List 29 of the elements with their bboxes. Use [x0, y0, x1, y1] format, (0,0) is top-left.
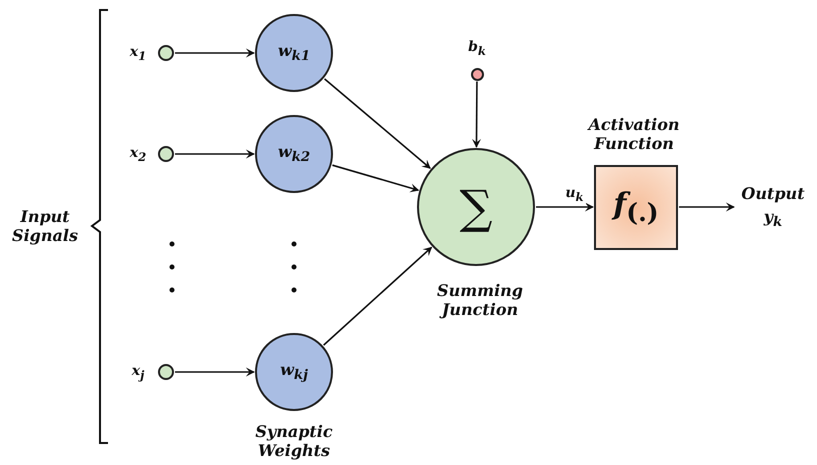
- arrow: [679, 202, 735, 212]
- output-label: y$_{k}$: [764, 206, 782, 232]
- arrow: [175, 48, 255, 58]
- node-caption: x$_{2}$: [130, 144, 146, 164]
- node-caption: Synaptic Weights: [254, 422, 334, 460]
- node-caption: x$_{j}$: [132, 362, 144, 382]
- weight-label: w$_{kj}$: [280, 360, 308, 384]
- group-label: Input Signals: [11, 206, 79, 246]
- node-caption: b$_{k}$: [468, 38, 486, 58]
- sigma-symbol: ∑: [460, 184, 492, 230]
- activation-function-box: [594, 164, 678, 250]
- arrow: [175, 150, 255, 158]
- arrow: [472, 82, 481, 148]
- bias-node-circle: [470, 68, 484, 80]
- input-node-circle: [158, 146, 174, 162]
- arrow: [175, 368, 255, 376]
- arrow: [324, 78, 431, 169]
- node-caption: Summing Junction: [436, 280, 524, 320]
- function-label: f$_{(.)}$: [613, 187, 659, 227]
- weight-label: w$_{k1}$: [278, 41, 310, 65]
- weight-label: w$_{k2}$: [278, 142, 310, 166]
- output-label: Output: [741, 182, 805, 205]
- arrow: [323, 246, 432, 346]
- node-caption: Activation Function: [586, 114, 681, 154]
- input-node-circle: [158, 45, 174, 61]
- node-caption: x$_{1}$: [130, 44, 146, 62]
- arrow: [332, 164, 420, 192]
- arrow: [536, 202, 594, 212]
- input-node-circle: [158, 364, 174, 380]
